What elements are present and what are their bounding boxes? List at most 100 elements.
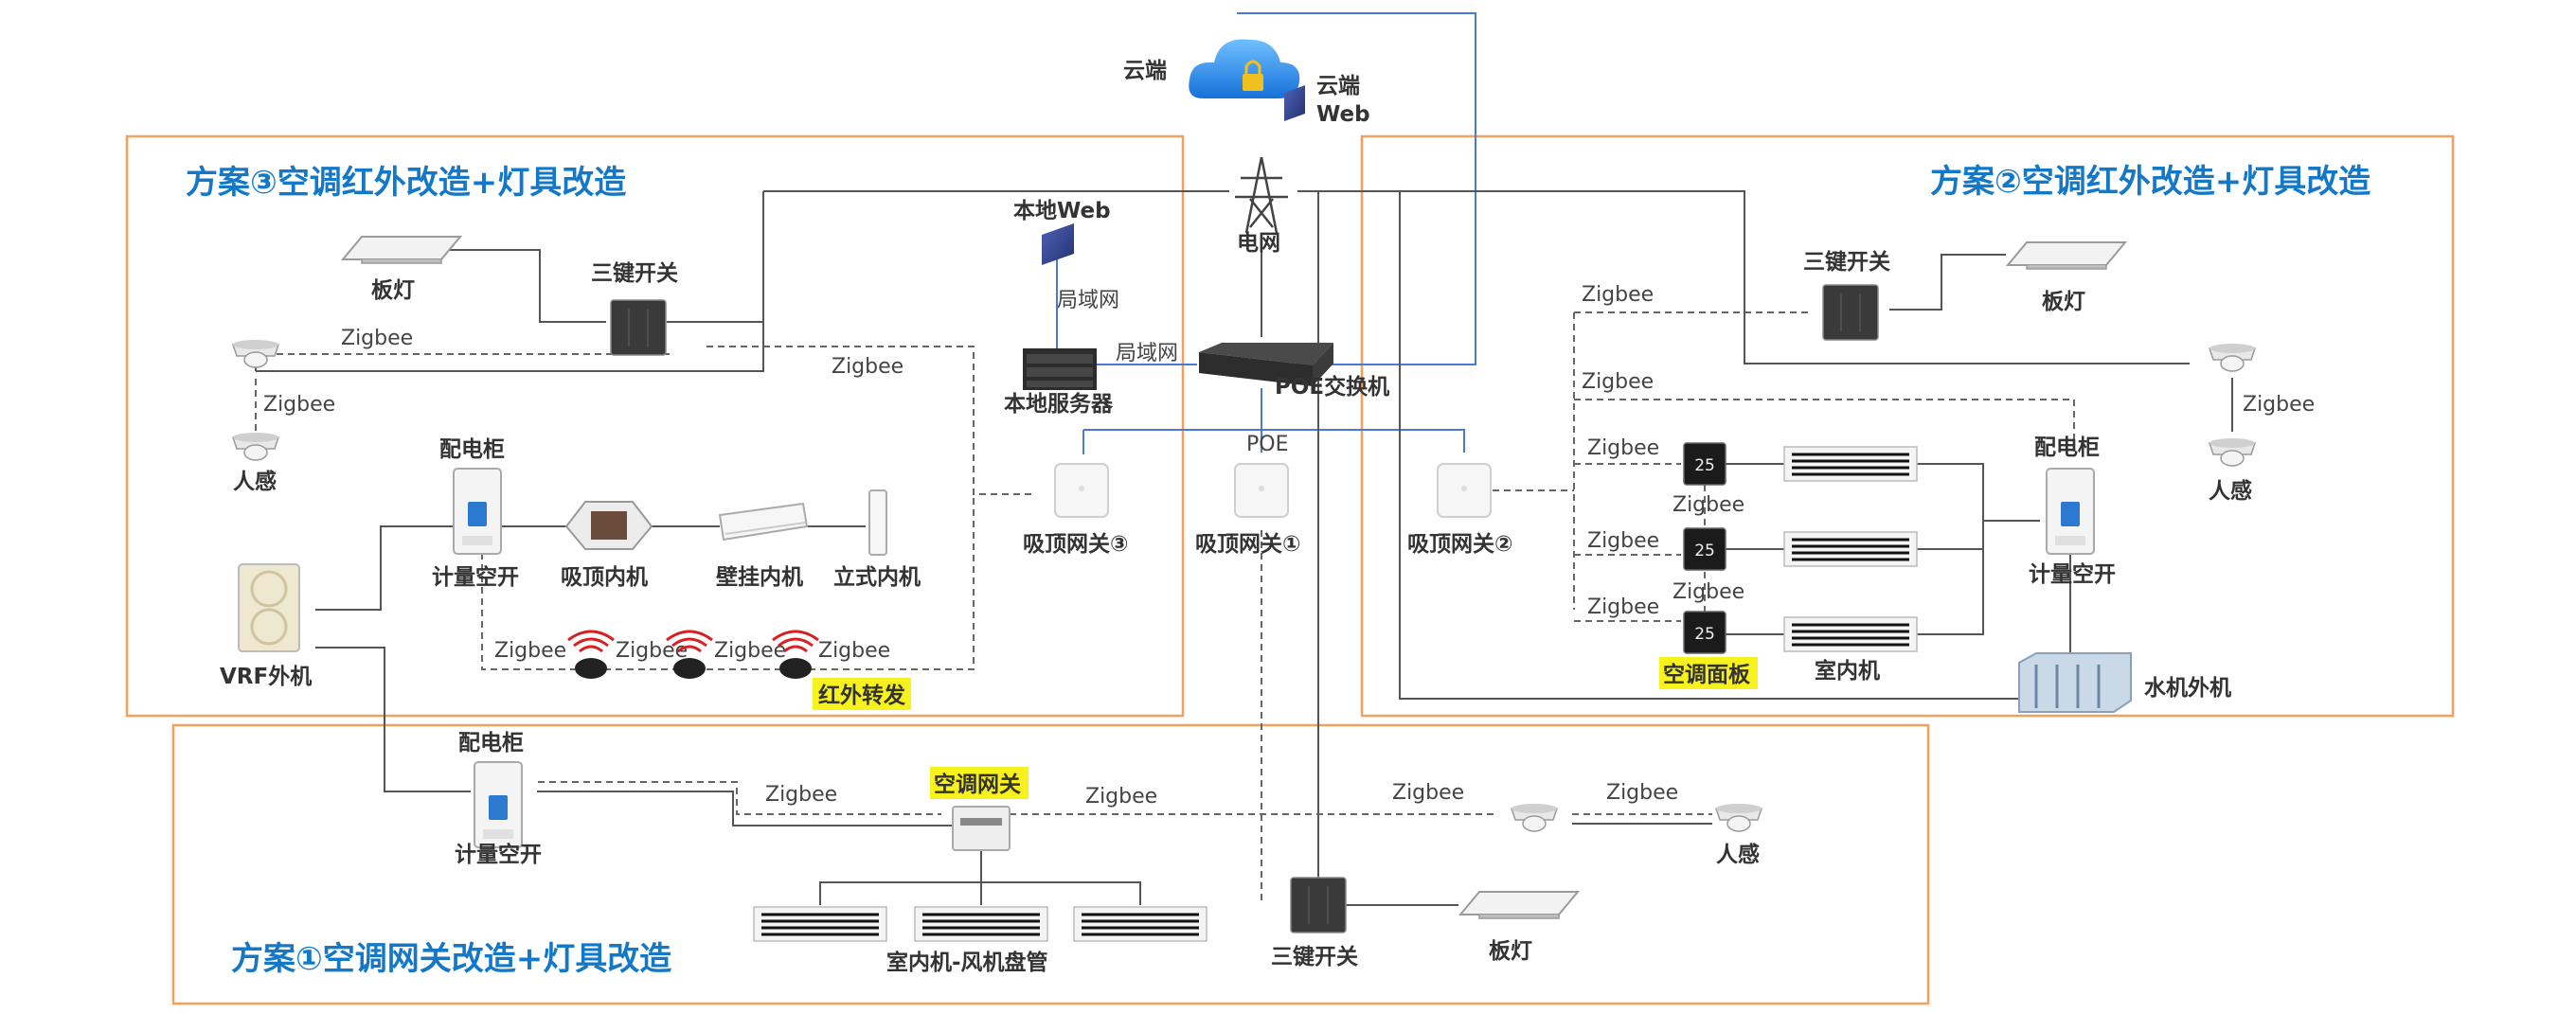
s2-ac-panel-label: 空调面板 <box>1663 662 1751 687</box>
s2-zigbee-mid: Zigbee <box>1582 370 1654 394</box>
cloud-label: 云端 <box>1123 59 1167 83</box>
cloud-web-icon <box>1284 85 1305 121</box>
s2-chiller-label: 水机外机 <box>2144 675 2231 701</box>
panel-light-icon <box>1459 891 1579 919</box>
scheme-1-title: 方案①空调网关改造+灯具改造 <box>231 940 671 978</box>
cloud-icon <box>1189 39 1300 98</box>
s2-cabinet-label: 配电柜 <box>2034 435 2100 460</box>
s3-zigbee-ir-3: Zigbee <box>714 639 786 663</box>
s1-zigbee-2: Zigbee <box>1085 785 1157 809</box>
s2-meter-label: 计量空开 <box>2029 561 2116 587</box>
s3-zigbee-c: Zigbee <box>263 393 335 417</box>
scheme-2-title: 方案②空调红外改造+灯具改造 <box>1930 163 2370 201</box>
indoor-unit-grille-icon <box>1782 445 1919 483</box>
ac-gateway-icon <box>952 806 1011 851</box>
indoor-unit-grille-icon <box>1782 530 1919 568</box>
s3-switch-label: 三键开关 <box>591 260 678 286</box>
s3-zigbee-a: Zigbee <box>341 327 413 350</box>
s1-zigbee-3: Zigbee <box>1392 781 1464 805</box>
sensor-icon <box>1511 803 1558 832</box>
s2-sensor-label: 人感 <box>2209 478 2252 504</box>
scheme-2-frame <box>1360 134 2455 718</box>
scheme-1-frame <box>171 723 1930 1005</box>
three-key-switch-icon <box>1290 877 1347 933</box>
wall-ac-unit-icon <box>718 502 809 542</box>
indoor-unit-grille-icon <box>752 905 888 943</box>
vrf-outdoor-unit-icon <box>238 563 300 652</box>
sensor-icon <box>232 432 279 461</box>
distribution-cabinet-icon <box>474 761 523 848</box>
grid-label: 电网 <box>1237 231 1280 256</box>
sensor-icon <box>2209 437 2256 467</box>
s2-panel-light-label: 板灯 <box>2042 290 2085 314</box>
lan-label-1: 局域网 <box>1057 289 1119 312</box>
sensor-icon <box>1715 803 1762 832</box>
power-tower-icon <box>1235 156 1288 234</box>
s3-sensor-label: 人感 <box>233 469 277 494</box>
indoor-unit-grille-icon <box>913 905 1049 943</box>
s1-sensor-label: 人感 <box>1716 842 1760 867</box>
ir-blaster-icon <box>566 630 616 681</box>
floor-ac-unit-icon <box>868 489 887 556</box>
s1-zigbee-4: Zigbee <box>1606 781 1678 805</box>
scheme-3-title: 方案③空调红外改造+灯具改造 <box>186 164 626 202</box>
s1-switch-label: 三键开关 <box>1271 944 1358 969</box>
ac-panel-highlight <box>1659 657 1758 689</box>
s1-fan-coil-label: 室内机-风机盘管 <box>886 950 1048 975</box>
s2-indoor-unit-label: 室内机 <box>1815 658 1880 684</box>
ir-forward-highlight <box>813 678 911 710</box>
s3-ir-forward-label: 红外转发 <box>818 683 905 708</box>
distribution-cabinet-icon <box>2046 468 2095 555</box>
s3-zigbee-ir-1: Zigbee <box>494 639 566 663</box>
local-web-label: 本地Web <box>1013 199 1111 223</box>
ac-panel-icon <box>1683 442 1726 486</box>
cloud-web-label: 云端 <box>1316 74 1360 98</box>
poe-switch-label: POE交换机 <box>1275 374 1389 400</box>
s2-zigbee-p1: Zigbee <box>1673 493 1744 517</box>
connection-lines <box>255 12 2233 906</box>
s2-zigbee-p2: Zigbee <box>1673 580 1744 604</box>
local-server-label: 本地服务器 <box>1004 392 1114 417</box>
s3-zigbee-ir-4: Zigbee <box>818 639 890 663</box>
s2-switch-label: 三键开关 <box>1803 249 1890 275</box>
local-web-monitor-icon <box>1042 223 1074 265</box>
s2-zigbee-r1: Zigbee <box>1587 436 1659 460</box>
s3-floor-unit-label: 立式内机 <box>833 564 921 590</box>
ac-gateway-highlight <box>930 767 1029 799</box>
ac-panel-icon <box>1683 611 1726 654</box>
scheme-3-frame <box>125 134 1185 718</box>
sensor-icon <box>232 339 279 368</box>
s1-ac-gateway-label: 空调网关 <box>934 772 1021 797</box>
chiller-unit-icon <box>2018 652 2132 713</box>
distribution-cabinet-icon <box>453 468 502 555</box>
s1-zigbee-1: Zigbee <box>765 783 837 807</box>
indoor-unit-grille-icon <box>1072 905 1208 943</box>
s3-wall-unit-label: 壁挂内机 <box>716 564 803 590</box>
poe-label: POE <box>1246 433 1288 456</box>
s2-zigbee-r2: Zigbee <box>1587 529 1659 553</box>
ceiling-gateway-2-icon <box>1437 463 1492 518</box>
sensor-icon <box>2209 343 2256 372</box>
server-icon <box>1023 348 1097 390</box>
gateway-3-label: 吸顶网关③ <box>1023 531 1128 557</box>
cloud-web-label-2: Web <box>1316 102 1370 127</box>
gateway-1-label: 吸顶网关① <box>1195 531 1300 557</box>
s2-sensor-zigbee: Zigbee <box>2243 393 2315 417</box>
ceiling-ac-unit-icon <box>564 501 653 550</box>
s3-ceiling-unit-label: 吸顶内机 <box>561 565 648 590</box>
s1-panel-light-label: 板灯 <box>1489 939 1532 964</box>
gateway-2-label: 吸顶网关② <box>1407 531 1512 557</box>
s1-meter-label: 计量空开 <box>455 842 542 867</box>
panel-light-icon <box>2007 241 2126 270</box>
ceiling-gateway-3-icon <box>1054 463 1109 518</box>
s2-zigbee-r3: Zigbee <box>1587 595 1659 619</box>
indoor-unit-grille-icon <box>1782 615 1919 653</box>
s3-panel-light-label: 板灯 <box>371 278 415 303</box>
poe-switch-icon <box>1199 343 1333 386</box>
panel-light-icon <box>342 236 461 264</box>
ac-panel-icon <box>1683 527 1726 571</box>
lan-label-2: 局域网 <box>1116 342 1178 365</box>
s3-meter-label: 计量空开 <box>432 564 519 590</box>
s1-cabinet-label: 配电柜 <box>458 731 524 755</box>
